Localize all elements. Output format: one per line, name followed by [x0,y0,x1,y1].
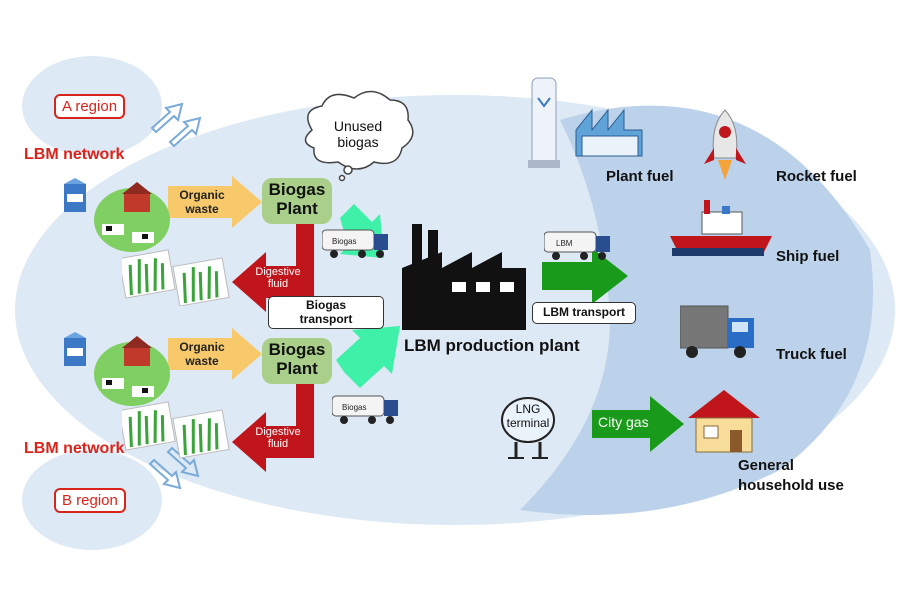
biogas-truck-top: Biogas [322,229,388,258]
truck-icon [680,305,754,358]
factory-icon [402,224,526,330]
biogas-truck-bottom: Biogas [332,395,398,424]
digestive-fluid-arrow-top [232,222,314,312]
digestive-fluid-label-bottom: Digestive fluid [255,426,301,450]
lng-terminal-label: LNG terminal [506,402,550,430]
truck-lbm-label: LBM [556,239,573,248]
truck-biogas-label-bottom: Biogas [342,403,366,412]
milk-carton-icon [64,178,86,212]
plant-fuel-label: Plant fuel [606,168,674,185]
grass-icon-bottom [122,401,230,458]
lbm-production-plant-label: LBM production plant [404,336,580,355]
unused-biogas-label: Unused biogas [333,118,383,150]
house-icon [688,390,760,453]
lng-terminal-icon [501,397,555,459]
industrial-plant-icon [575,108,643,157]
biogas-plant-bottom: Biogas Plant [262,338,332,384]
rocket-fuel-label: Rocket fuel [776,168,857,185]
city-gas-label: City gas [598,414,649,430]
network-arrows-top [150,102,202,148]
lbm-truck: LBM [544,231,610,260]
milk-carton-icon [64,332,86,366]
lbm-network-top-label: LBM network [24,146,125,163]
ship-icon [670,200,772,256]
ship-fuel-label: Ship fuel [776,248,840,265]
farm-scene-icon [94,182,170,252]
biogas-arrow-bottom [336,326,400,388]
network-arrows-bottom [148,446,200,490]
farm-scene-icon [94,336,170,406]
digestive-fluid-label-top: Digestive fluid [255,266,301,290]
rocket-icon [704,109,746,180]
grass-icon-top [122,249,230,306]
biogas-plant-top: Biogas Plant [262,178,332,224]
farm-scene-top [64,178,170,252]
truck-biogas-label-top: Biogas [332,237,356,246]
lbm-transport-label: LBM transport [532,302,636,324]
region-b-label: B region [54,488,126,513]
organic-waste-label-top: Organic waste [179,188,225,216]
lng-storage-tank-icon [528,77,560,168]
thought-cloud [304,90,414,182]
organic-waste-label-bottom: Organic waste [179,340,225,368]
organic-waste-arrow-top [168,176,262,228]
household-use-label: General household use [738,457,844,494]
farm-scene-bottom [64,332,170,406]
biogas-transport-label: Biogas transport [268,296,384,329]
organic-waste-arrow-bottom [168,328,262,380]
lbm-transport-arrow [542,248,628,304]
digestive-fluid-arrow-bottom [232,382,314,472]
region-a-label: A region [54,94,126,119]
city-gas-arrow [592,396,684,452]
truck-fuel-label: Truck fuel [776,346,847,363]
lbm-network-bottom-label: LBM network [24,440,125,457]
